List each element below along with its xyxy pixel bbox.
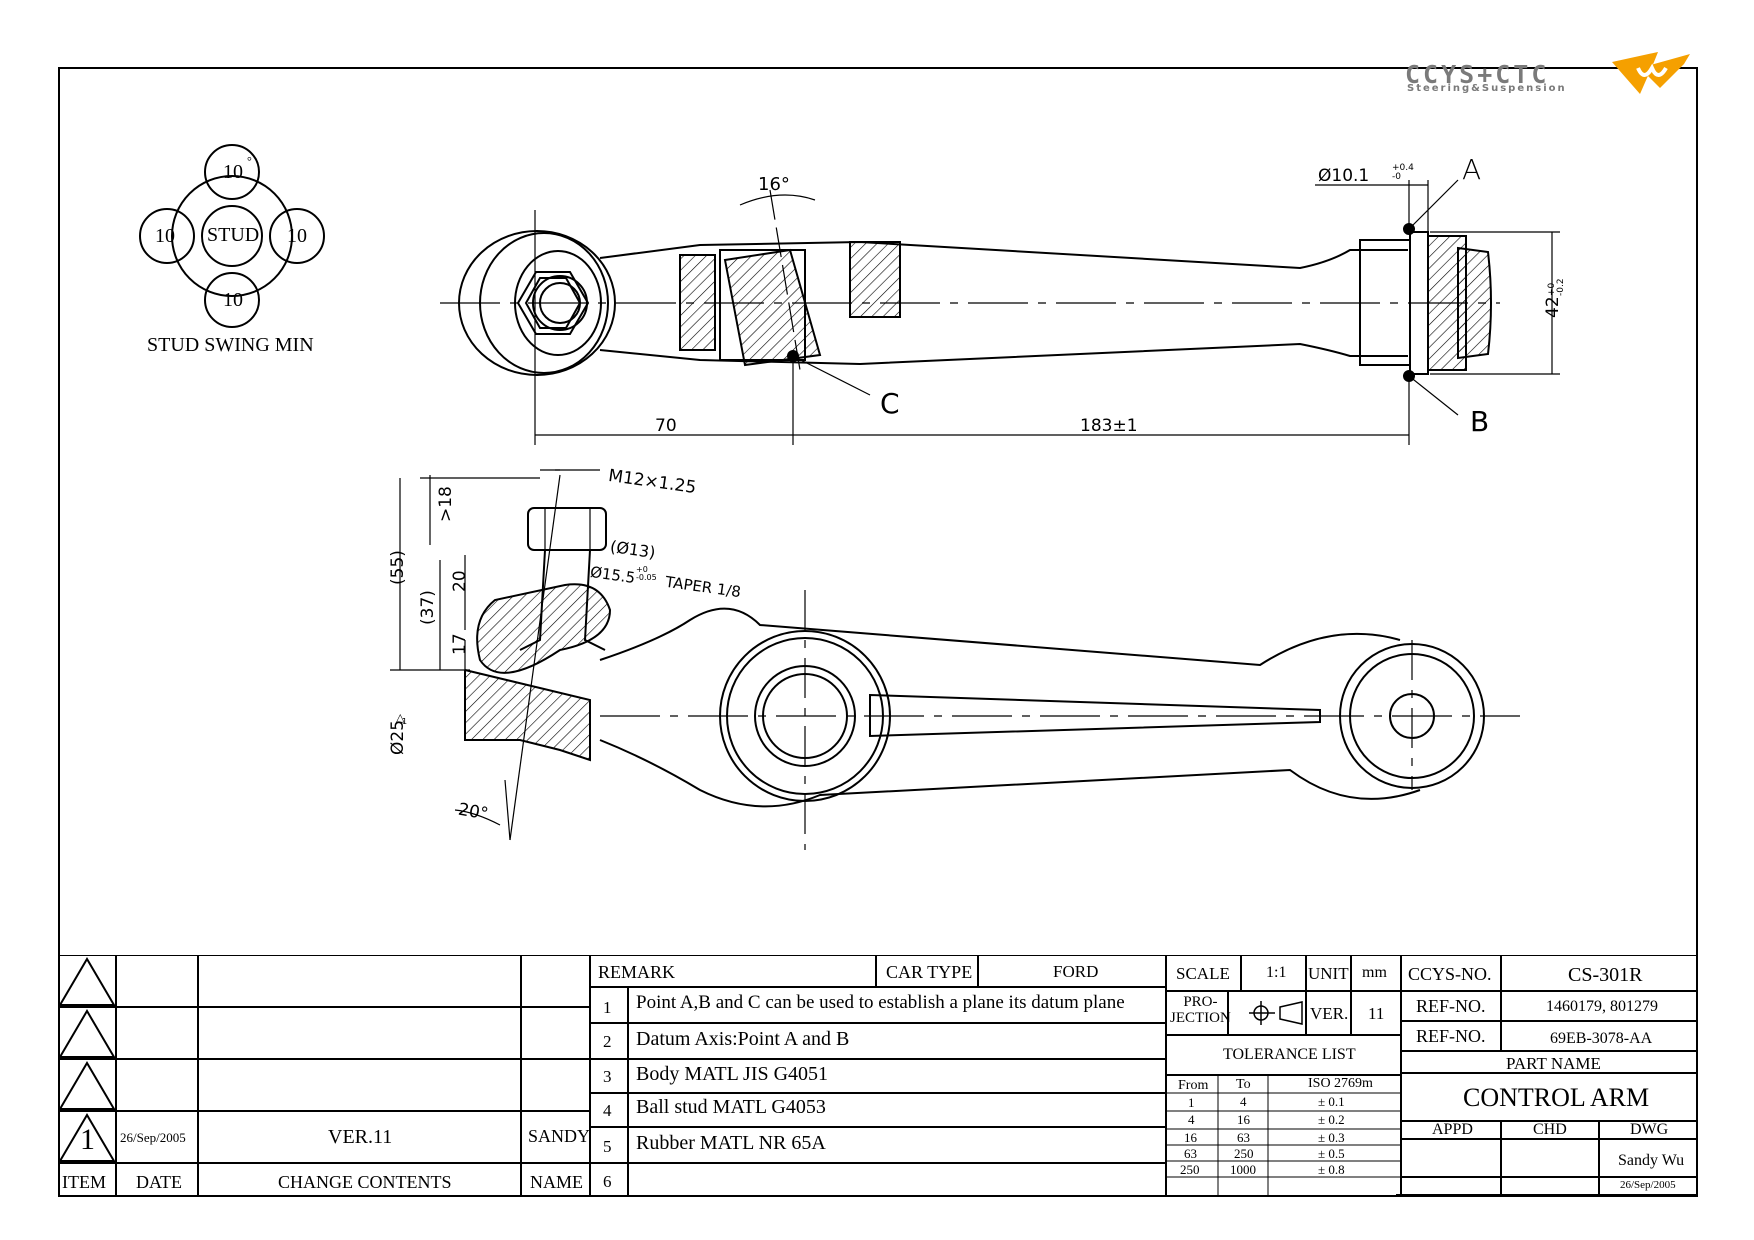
revision-item-4: 1	[80, 1123, 95, 1156]
projection-symbol-icon	[1249, 1001, 1303, 1025]
hole-diameter: Ø10.1	[1318, 166, 1370, 186]
degree-mark: °	[247, 154, 252, 168]
remark-no-2: 2	[603, 1032, 612, 1051]
unit-value: mm	[1362, 964, 1387, 981]
tol-row-value: ± 0.1	[1318, 1094, 1345, 1109]
angle-20: 20°	[456, 799, 490, 825]
stud-swing-caption: STUD SWING MIN	[147, 334, 314, 356]
top-view	[440, 179, 1560, 445]
point-c-label: C	[880, 387, 900, 420]
taper-tolerance: +0 -0.05	[636, 565, 657, 582]
tol-row-from: 4	[1188, 1112, 1195, 1127]
tol-row-to: 4	[1240, 1094, 1247, 1109]
remark-text-4: Ball stud MATL G4053	[636, 1096, 826, 1118]
tol-row-from: 16	[1184, 1130, 1197, 1145]
tol-row-to: 1000	[1230, 1162, 1256, 1177]
car-type-value: FORD	[1053, 962, 1099, 981]
brand-tagline: Steering&Suspension	[1407, 83, 1567, 94]
brand-name: CCYS+CTC	[1405, 60, 1550, 89]
warning-triangle-icon: △	[396, 711, 405, 724]
remark-no-5: 5	[603, 1137, 612, 1156]
remark-no-6: 6	[603, 1172, 612, 1191]
remark-text-3: Body MATL JIS G4051	[636, 1063, 829, 1085]
remark-no-4: 4	[603, 1101, 612, 1120]
tol-row-value: ± 0.5	[1318, 1146, 1345, 1161]
title-block-grid	[58, 955, 1698, 1197]
tol-row-from: 63	[1184, 1146, 1197, 1161]
ccys-no-label: CCYS-NO.	[1408, 964, 1492, 984]
remark-text-5: Rubber MATL NR 65A	[636, 1132, 826, 1154]
stud-swing-angle-bottom: 10	[223, 289, 243, 311]
header-change-contents: CHANGE CONTENTS	[278, 1172, 452, 1192]
stud-swing-angle-left: 10	[155, 225, 175, 247]
scale-label: SCALE	[1176, 964, 1230, 983]
warning-number: 1	[402, 717, 408, 726]
remark-text-1: Point A,B and C can be used to establish…	[636, 992, 1125, 1013]
tol-row-to: 250	[1234, 1146, 1254, 1161]
stud-swing-diagram	[139, 144, 325, 328]
dim-17: 17	[450, 633, 470, 655]
remark-text-2: Datum Axis:Point A and B	[636, 1028, 850, 1050]
unit-label: UNIT	[1308, 964, 1349, 983]
dwg-label: DWG	[1630, 1121, 1669, 1138]
tol-row-to: 63	[1237, 1130, 1250, 1145]
ver-label: VER.	[1310, 1004, 1349, 1023]
stud-label: STUD	[207, 224, 260, 246]
drawing-frame	[58, 67, 1698, 1197]
scale-value: 1:1	[1266, 964, 1287, 981]
dim-20: 20	[450, 570, 470, 592]
tol-row-value: ± 0.2	[1318, 1112, 1345, 1127]
car-type-label: CAR TYPE	[886, 962, 973, 982]
hole-tolerance: +0.4 -0	[1392, 163, 1414, 182]
ref-no-value-2: 69EB-3078-AA	[1550, 1030, 1653, 1047]
tolerance-title: TOLERANCE LIST	[1223, 1046, 1356, 1063]
tol-row-to: 16	[1237, 1112, 1250, 1127]
ref-no-label-2: REF-NO.	[1416, 1026, 1486, 1046]
ref-no-label-1: REF-NO.	[1416, 996, 1486, 1016]
drawn-by: Sandy Wu	[1618, 1152, 1685, 1169]
point-b-label: B	[1470, 405, 1490, 438]
part-name-value: CONTROL ARM	[1463, 1083, 1650, 1112]
revision-contents-4: VER.11	[328, 1126, 393, 1148]
header-item: ITEM	[62, 1172, 106, 1192]
dim-37: (37)	[418, 590, 438, 625]
title-block: 1 26/Sep/2005 VER.11 SANDY ITEM DATE CHA…	[58, 955, 1698, 1197]
ref-no-value-1: 1460179, 801279	[1546, 998, 1658, 1015]
header-date: DATE	[136, 1172, 182, 1192]
revision-name-4: SANDY	[528, 1126, 591, 1146]
projection-label: PRO- JECTION	[1170, 994, 1231, 1026]
tol-header-iso: ISO 2769m	[1308, 1076, 1373, 1091]
ver-value: 11	[1368, 1004, 1385, 1023]
brand-mark-icon	[1612, 52, 1690, 94]
drawn-date: 26/Sep/2005	[1620, 1179, 1676, 1191]
stud-swing-angle-top: 10	[223, 161, 243, 183]
dim-183: 183±1	[1080, 416, 1138, 436]
chd-label: CHD	[1533, 1121, 1567, 1138]
side-view	[390, 469, 1520, 850]
dim-42-tolerance: +0 -0.2	[1547, 278, 1566, 296]
stud-swing-angle-right: 10	[287, 225, 307, 247]
point-a-label: A	[1462, 153, 1482, 186]
tol-row-value: ± 0.3	[1318, 1130, 1345, 1145]
part-name-label: PART NAME	[1506, 1054, 1601, 1073]
technical-drawing	[139, 144, 1560, 850]
tol-row-from: 1	[1188, 1095, 1195, 1110]
angle-16: 16°	[758, 174, 790, 195]
brand-logo: CCYS+CTC Steering&Suspension	[1405, 48, 1695, 98]
tol-row-value: ± 0.8	[1318, 1162, 1345, 1177]
appd-label: APPD	[1432, 1121, 1473, 1138]
revision-date-4: 26/Sep/2005	[120, 1130, 186, 1145]
dim-55: (55)	[388, 550, 408, 585]
dim-42: 42	[1543, 296, 1563, 318]
remark-no-1: 1	[603, 998, 612, 1017]
dim-18: >18	[436, 486, 456, 522]
dim-70: 70	[655, 416, 677, 436]
remark-header: REMARK	[598, 962, 676, 982]
tol-header-to: To	[1236, 1077, 1251, 1092]
tol-header-from: From	[1178, 1078, 1209, 1093]
tol-row-from: 250	[1180, 1162, 1200, 1177]
remark-no-3: 3	[603, 1067, 612, 1086]
header-name: NAME	[530, 1172, 583, 1192]
ccys-no-value: CS-301R	[1568, 964, 1643, 986]
